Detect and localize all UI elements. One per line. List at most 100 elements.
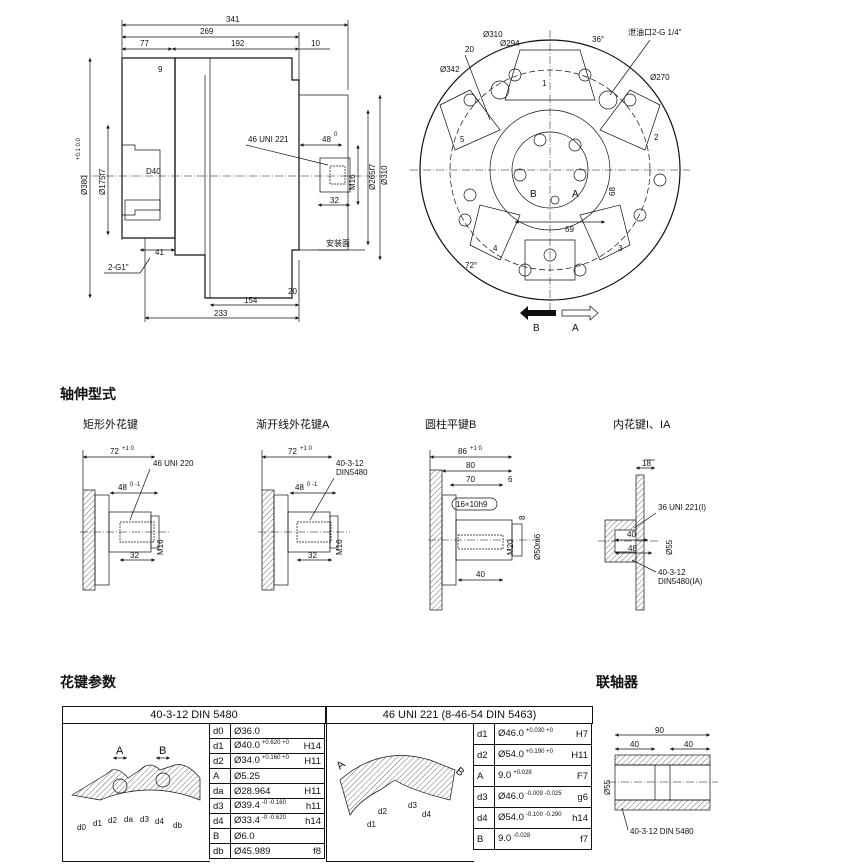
section-title-spline: 花键参数 bbox=[60, 674, 116, 690]
param-value: Ø46.0+0.030 +0 bbox=[494, 723, 568, 745]
param-key: A bbox=[209, 768, 231, 784]
param-value-main: Ø28.964 bbox=[234, 785, 271, 797]
svg-text:16×10h9: 16×10h9 bbox=[456, 500, 488, 509]
svg-text:泄油口2-G 1/4": 泄油口2-G 1/4" bbox=[628, 27, 682, 37]
param-value: Ø46.0-0.009 -0.025 bbox=[494, 786, 568, 808]
svg-text:d4: d4 bbox=[422, 810, 431, 819]
param-value: Ø28.964 bbox=[230, 783, 299, 799]
param-fit: h14 bbox=[298, 813, 326, 829]
shaft-caption-3: 圆柱平键B bbox=[425, 419, 477, 431]
param-value-main: Ø54.0 bbox=[498, 749, 524, 761]
svg-text:32: 32 bbox=[308, 551, 317, 560]
svg-text:80: 80 bbox=[466, 461, 475, 470]
param-tolerance: +0.028 bbox=[513, 770, 532, 777]
param-value: Ø6.0 bbox=[230, 828, 299, 844]
shaft-2-drawing: 72 +1 0 40-3-12 DIN5480 48 0 -1 32 M16 bbox=[258, 446, 368, 591]
param-value: Ø40.0+0.620 +0 bbox=[230, 738, 299, 754]
param-value-main: Ø34.0 bbox=[234, 755, 260, 767]
param-fit: f7 bbox=[567, 828, 593, 850]
svg-text:Ø50m6: Ø50m6 bbox=[533, 533, 542, 560]
front-view: Ø310 Ø294 Ø342 20 36° 泄油口2-G 1/4" Ø270 1… bbox=[410, 27, 690, 334]
param-key: d3 bbox=[209, 798, 231, 814]
param-value-main: Ø54.0 bbox=[498, 812, 524, 824]
param-key: db bbox=[209, 843, 231, 859]
svg-text:69: 69 bbox=[565, 225, 574, 234]
svg-text:Ø342: Ø342 bbox=[440, 65, 460, 74]
param-value-main: Ø45.989 bbox=[234, 845, 271, 857]
svg-text:8: 8 bbox=[518, 515, 527, 520]
param-value-main: 9.0 bbox=[498, 833, 512, 845]
svg-text:40: 40 bbox=[627, 530, 636, 539]
svg-text:M16: M16 bbox=[156, 539, 165, 555]
param-value: Ø5.25 bbox=[230, 768, 299, 784]
table1-title: 40-3-12 DIN 5480 bbox=[62, 706, 326, 724]
svg-text:46 UNI 221: 46 UNI 221 bbox=[248, 135, 289, 144]
svg-text:Ø294: Ø294 bbox=[500, 39, 520, 48]
svg-text:46 UNI 220: 46 UNI 220 bbox=[153, 459, 194, 468]
svg-text:0: 0 bbox=[334, 132, 338, 138]
side-view: 341 269 77 192 10 9 D40 Ø380 +0.1 0.0 Ø1… bbox=[76, 15, 389, 322]
svg-text:Ø175f7: Ø175f7 bbox=[98, 168, 107, 195]
param-tolerance: -0.100 -0.290 bbox=[525, 812, 562, 819]
svg-text:154: 154 bbox=[244, 296, 258, 305]
svg-text:M16: M16 bbox=[335, 539, 344, 555]
svg-text:5: 5 bbox=[460, 135, 465, 144]
shaft-3-drawing: 86 +1 0 80 70 6 16×10h9 8 M20 Ø50m6 40 bbox=[428, 446, 542, 611]
svg-text:40: 40 bbox=[476, 570, 485, 579]
param-value-main: Ø36.0 bbox=[234, 725, 260, 737]
param-fit: h11 bbox=[298, 798, 326, 814]
svg-text:DIN5480: DIN5480 bbox=[336, 468, 368, 477]
svg-text:70: 70 bbox=[466, 475, 475, 484]
svg-text:da: da bbox=[124, 815, 133, 824]
param-value: 9.0-0.028 bbox=[494, 828, 568, 850]
param-key: da bbox=[209, 783, 231, 799]
param-fit: H14 bbox=[298, 738, 326, 754]
shaft-caption-4: 内花键I、IA bbox=[613, 419, 671, 431]
param-key: B bbox=[473, 828, 495, 850]
svg-text:B: B bbox=[159, 745, 166, 757]
svg-text:2-G1": 2-G1" bbox=[108, 263, 129, 272]
param-key: d4 bbox=[209, 813, 231, 829]
svg-text:2: 2 bbox=[654, 133, 659, 142]
param-value-main: Ø40.0 bbox=[234, 740, 260, 752]
param-key: A bbox=[473, 765, 495, 787]
svg-text:32: 32 bbox=[130, 551, 139, 560]
svg-text:48: 48 bbox=[322, 135, 331, 144]
svg-text:Ø380: Ø380 bbox=[80, 175, 89, 195]
svg-text:0 -1: 0 -1 bbox=[130, 482, 141, 488]
svg-text:+0.1 0.0: +0.1 0.0 bbox=[76, 137, 82, 160]
param-value: Ø33.4-0 -0.620 bbox=[230, 813, 299, 829]
svg-text:M20: M20 bbox=[506, 539, 515, 555]
param-value: Ø34.0+0.160 +0 bbox=[230, 753, 299, 769]
param-fit: f8 bbox=[298, 843, 326, 859]
param-fit: g6 bbox=[567, 786, 593, 808]
svg-text:db: db bbox=[173, 821, 182, 830]
param-key: d2 bbox=[473, 744, 495, 766]
param-value-main: Ø6.0 bbox=[234, 830, 255, 842]
svg-text:M16: M16 bbox=[348, 174, 357, 190]
param-key: d1 bbox=[209, 738, 231, 754]
param-value-main: Ø46.0 bbox=[498, 728, 524, 740]
param-tolerance: +0.190 +0 bbox=[525, 749, 553, 756]
svg-text:安装面: 安装面 bbox=[326, 238, 350, 248]
svg-text:40: 40 bbox=[630, 740, 639, 749]
param-tolerance: +0.030 +0 bbox=[525, 728, 553, 735]
svg-text:10: 10 bbox=[311, 39, 320, 48]
param-fit: H11 bbox=[567, 744, 593, 766]
svg-text:9: 9 bbox=[158, 65, 163, 74]
param-tolerance: +0.620 +0 bbox=[261, 740, 289, 747]
param-tolerance: -0.028 bbox=[513, 833, 531, 840]
svg-text:d1: d1 bbox=[93, 819, 102, 828]
param-value-main: Ø39.4 bbox=[234, 800, 260, 812]
svg-text:Ø310: Ø310 bbox=[483, 30, 503, 39]
